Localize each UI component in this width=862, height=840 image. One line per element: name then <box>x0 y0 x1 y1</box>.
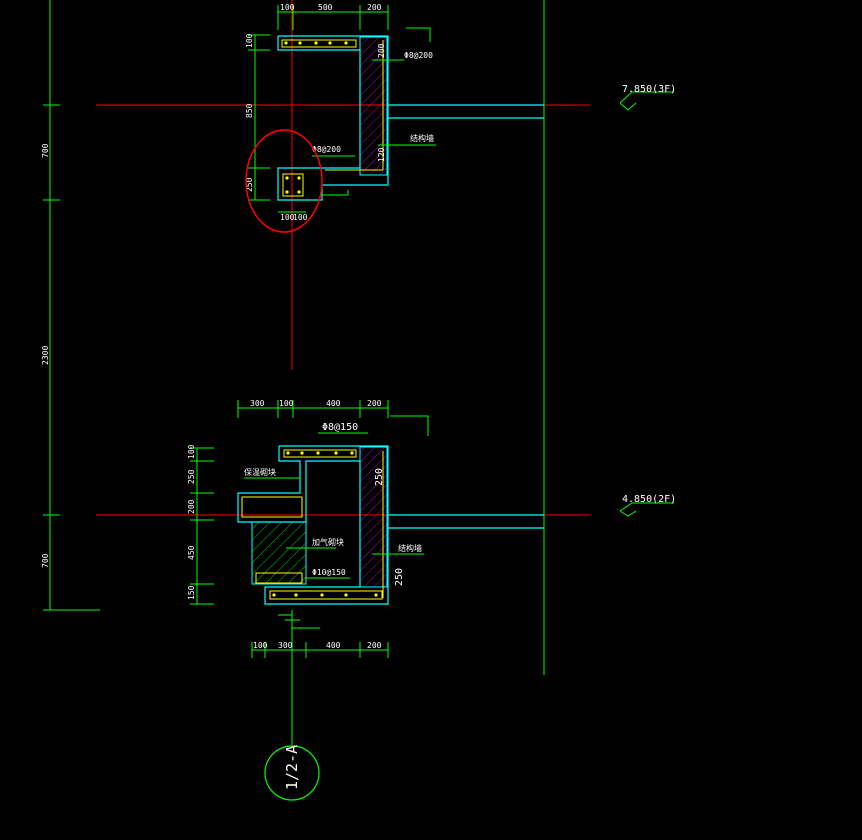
lower-top-dim-1: 300 <box>250 399 265 408</box>
lower-insulation-block <box>251 521 307 585</box>
lower-bottom-dim-1: 100 <box>253 641 268 650</box>
lower-rebar-bottom-label: Φ10@150 <box>312 568 346 577</box>
lower-section-outline <box>237 445 389 605</box>
lower-rebar-top-label: Φ8@150 <box>322 422 358 433</box>
left-dim-700-upper: 700 <box>41 143 50 158</box>
upper-side-dim-2: 850 <box>245 103 254 118</box>
lower-side-dim-5: 150 <box>187 585 196 600</box>
upper-wall-label: 结构墙 <box>410 133 434 143</box>
upper-bottom-dim-2: 100 <box>293 213 308 222</box>
highlight-circle <box>245 129 323 233</box>
upper-rebar-mid-label: Φ8@200 <box>312 145 341 154</box>
upper-top-dim-3: 200 <box>367 3 382 12</box>
upper-rebar-top-label: Φ8@200 <box>404 51 433 60</box>
left-dim-2300: 2300 <box>41 346 50 365</box>
level-marker-lower: 4.850(2F) <box>619 494 676 517</box>
upper-right-dim-1: 200 <box>377 43 386 58</box>
level-label-upper: 7.850(3F) <box>622 84 676 95</box>
axis-bubble-label: 1/2-A <box>283 745 301 790</box>
axis-bubble: 1/2-A <box>264 745 320 801</box>
upper-right-dim-2: 120 <box>377 147 386 162</box>
upper-side-dim-1: 100 <box>245 33 254 48</box>
lower-bottom-dim-2: 300 <box>278 641 293 650</box>
upper-top-dim-2: 500 <box>318 3 333 12</box>
lower-section: 300 100 400 200 100 250 200 450 150 <box>187 399 544 658</box>
lower-label-insulation: 保温砌块 <box>244 467 276 477</box>
level-label-lower: 4.850(2F) <box>622 494 676 505</box>
left-dimension-chain: 700 2300 700 <box>41 0 100 611</box>
lower-wall-label: 结构墙 <box>398 543 422 553</box>
lower-bottom-dim-3: 400 <box>326 641 341 650</box>
upper-top-dim-1: 100 <box>280 3 295 12</box>
lower-top-dim-3: 400 <box>326 399 341 408</box>
upper-section: 100 500 200 100 850 250 100 100 200 120 <box>245 3 544 233</box>
upper-side-dim-3: 250 <box>245 177 254 192</box>
left-dim-700-lower: 700 <box>41 553 50 568</box>
lower-side-dim-1: 100 <box>187 444 196 459</box>
lower-right-dim-2: 250 <box>394 568 405 586</box>
grid-lines <box>96 0 590 745</box>
lower-side-dim-3: 200 <box>187 499 196 514</box>
lower-label-aerated: 加气砌块 <box>312 537 344 547</box>
lower-right-dim-1: 250 <box>374 468 385 486</box>
lower-bottom-dim-4: 200 <box>367 641 382 650</box>
lower-top-dim-4: 200 <box>367 399 382 408</box>
lower-side-dim-4: 450 <box>187 545 196 560</box>
lower-top-dim-2: 100 <box>279 399 294 408</box>
level-marker-upper: 7.850(3F) <box>619 84 676 111</box>
upper-bottom-dim-1: 100 <box>280 213 295 222</box>
upper-section-outline <box>277 35 389 201</box>
lower-side-dim-2: 250 <box>187 469 196 484</box>
